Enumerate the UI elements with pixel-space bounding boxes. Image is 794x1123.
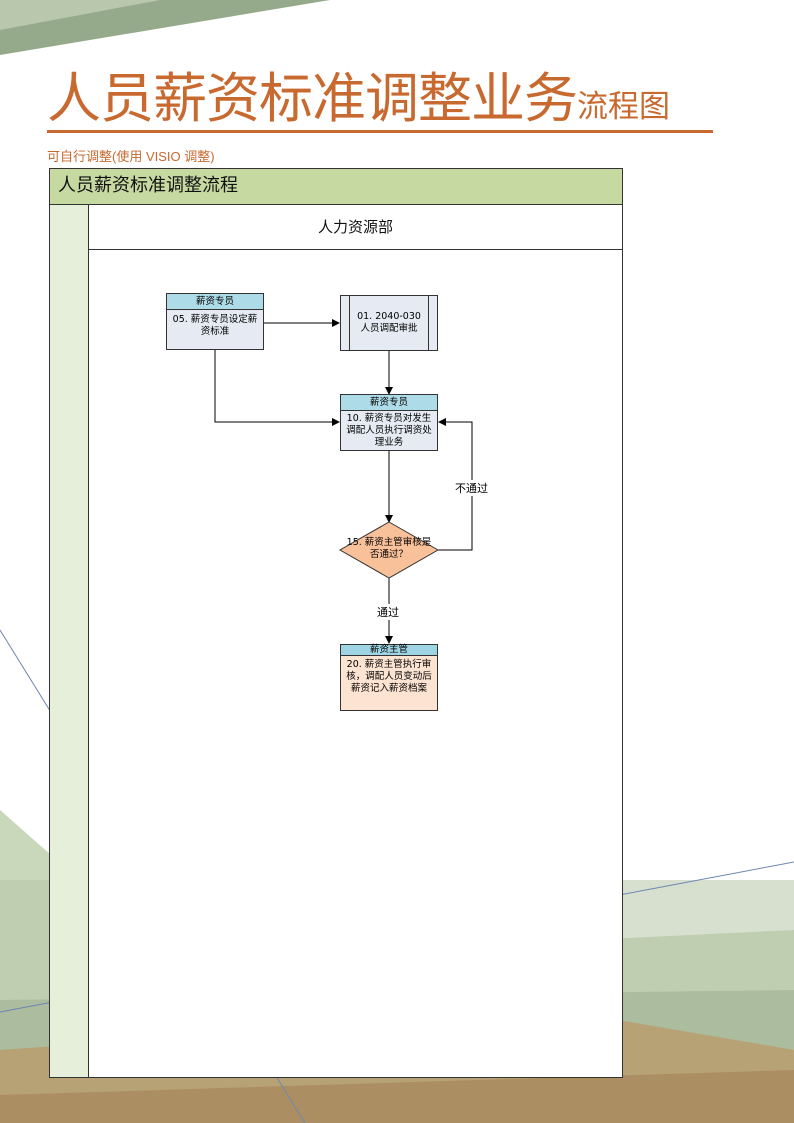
title-suffix: 流程图 xyxy=(577,89,670,125)
lane-label: 人力资源部 xyxy=(89,205,622,250)
bottom-bg-shape xyxy=(0,1070,794,1123)
task-05: 薪资专员 05. 薪资专员设定薪资标准 xyxy=(166,293,264,350)
lane-strip xyxy=(50,205,89,1077)
subprocess-text: 01. 2040-030 人员调配审批 xyxy=(357,311,421,334)
role-label: 薪资专员 xyxy=(341,395,437,411)
title-main: 人员薪资标准调整业务 xyxy=(47,67,578,130)
swimlane-frame: 人员薪资标准调整流程 人力资源部 xyxy=(49,168,623,1078)
role-label: 薪资专员 xyxy=(167,294,263,310)
subprocess-bar xyxy=(428,296,429,350)
process-title: 人员薪资标准调整流程 xyxy=(50,169,622,205)
page-title: 人员薪资标准调整业务流程图 xyxy=(47,68,713,133)
top-left-bg-shape-light xyxy=(0,0,160,30)
task-20: 薪资主管 20. 薪资主管执行审核，调配人员变动后薪资记入薪资档案 xyxy=(340,644,438,711)
task-text: 10. 薪资专员对发生调配人员执行调资处理业务 xyxy=(346,413,432,448)
subprocess-bar xyxy=(349,296,350,350)
edge-05-to-10 xyxy=(214,350,340,426)
task-10: 薪资专员 10. 薪资专员对发生调配人员执行调资处理业务 xyxy=(340,394,438,451)
pass-label: 通过 xyxy=(377,604,399,620)
task-text: 20. 薪资主管执行审核，调配人员变动后薪资记入薪资档案 xyxy=(346,659,432,694)
subprocess-01: 01. 2040-030 人员调配审批 xyxy=(340,295,438,351)
role-label: 薪资主管 xyxy=(341,645,437,656)
decision-text: 15. 薪资主管审核是否通过？ xyxy=(346,537,432,560)
task-text: 05. 薪资专员设定薪资标准 xyxy=(172,314,258,337)
subtitle: 可自行调整(使用 VISIO 调整) xyxy=(47,149,215,164)
reject-label: 不通过 xyxy=(455,480,488,496)
decision-15 xyxy=(338,521,440,579)
